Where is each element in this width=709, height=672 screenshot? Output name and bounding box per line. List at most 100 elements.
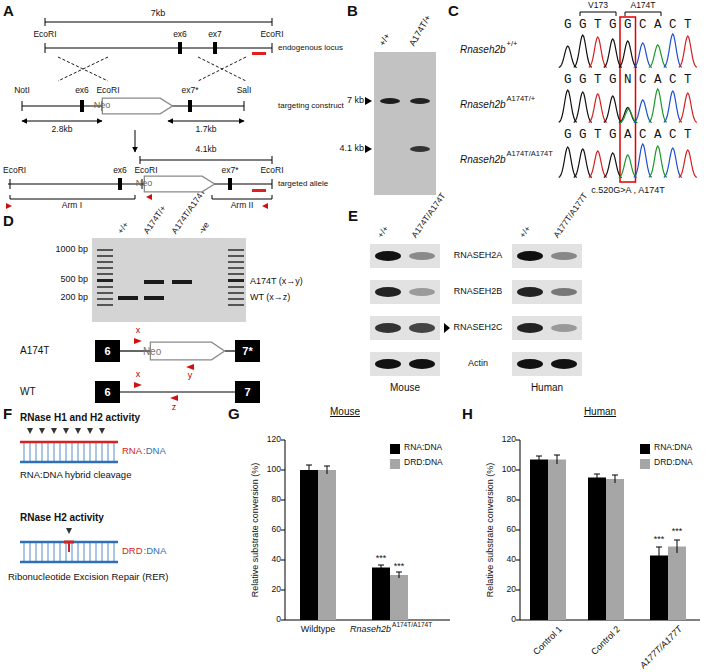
cleavage-site	[66, 528, 72, 534]
bar	[300, 470, 318, 620]
label-text: RNase H2 activity	[20, 512, 104, 524]
gene-map-line	[10, 195, 272, 199]
label-text: RNA:DNA hybrid cleavage	[20, 470, 131, 481]
exon-bar	[213, 42, 217, 54]
label-text: A177T/A177T	[552, 191, 590, 240]
label-text: ex7*	[221, 166, 238, 176]
label-text: 4.1kb	[196, 145, 217, 155]
bar	[390, 575, 408, 620]
label-text: targeting construct	[278, 101, 344, 110]
label-text: +/+	[507, 40, 518, 49]
western-blot	[370, 244, 440, 268]
chromatogram-peak	[574, 92, 592, 122]
cleavage-site	[99, 428, 105, 434]
label-text: c.520G>A , A174T	[591, 185, 664, 195]
label-text: 7kb	[151, 8, 166, 18]
agarose-gel	[144, 280, 164, 284]
agarose-gel	[92, 238, 246, 322]
western-blot	[512, 352, 582, 376]
primer-arrow	[170, 395, 178, 401]
western-blot	[375, 287, 401, 297]
label-text: A174T/+	[142, 204, 169, 236]
chromatogram-peak	[664, 148, 682, 177]
chromatogram-peak	[679, 93, 697, 122]
label-text: Mouse	[390, 382, 420, 394]
tick-label: 20	[507, 585, 516, 595]
nucleic-acid-strand	[20, 441, 118, 444]
agarose-gel	[92, 238, 246, 322]
chromatogram-peak	[559, 46, 577, 68]
label-text: 7 kb	[347, 95, 364, 105]
chromatogram-peak	[634, 100, 652, 123]
agarose-gel	[97, 267, 113, 269]
label-text: Ribonucleotide Excision Repair (RER)	[8, 572, 169, 583]
label-text: +/+	[376, 224, 391, 240]
agarose-gel	[228, 286, 244, 288]
chromatogram-peak	[649, 45, 667, 68]
tick-label: 120	[502, 435, 516, 445]
label-text: EcoRI	[3, 166, 26, 176]
legend-text: RNA:DNA	[404, 443, 442, 453]
primer-arrow	[134, 382, 142, 388]
western-blot	[370, 316, 440, 340]
label-text: WT (x→z)	[250, 292, 290, 302]
panel-letter: C	[448, 2, 459, 19]
size-marker-arrow	[365, 97, 372, 153]
label-text: RNASEH2C	[453, 322, 502, 332]
western-blot	[517, 359, 543, 369]
error-bar	[536, 455, 680, 564]
label-text: ex6	[173, 30, 187, 40]
agarose-gel	[228, 279, 244, 282]
western-blot	[512, 244, 582, 268]
node-label: 6	[104, 345, 110, 357]
bar	[548, 460, 566, 621]
bar	[606, 479, 624, 620]
tick-label: 0	[276, 615, 281, 625]
chromatogram-peak	[664, 34, 682, 67]
band-arrowhead	[444, 323, 450, 333]
western-blot	[551, 324, 577, 332]
connector-line	[120, 391, 235, 392]
probe-bar	[252, 189, 266, 192]
label-text: Rnaseh2b	[350, 624, 391, 634]
western-blot	[551, 252, 577, 260]
agarose-gel	[97, 249, 113, 251]
agarose-gel	[97, 292, 113, 294]
agarose-gel	[144, 296, 164, 300]
label-text: EcoRI	[260, 30, 283, 40]
node-label: 6	[104, 386, 110, 398]
western-blot	[512, 280, 582, 304]
label-text: +/+	[518, 224, 533, 240]
primer-arrow	[146, 194, 152, 200]
chromatogram-peak	[589, 151, 607, 177]
sequence-text: G G T G G C A C T	[564, 18, 692, 32]
recombination-cross	[58, 57, 246, 81]
label-text: Control 1	[531, 624, 564, 657]
label-text: ex6	[75, 86, 89, 96]
exon-bar	[228, 178, 232, 190]
western-blot	[551, 288, 577, 296]
cleavage-site	[87, 428, 93, 434]
panel-letter: B	[347, 2, 358, 19]
tick-label: 120	[267, 435, 281, 445]
label-text: Arm I	[62, 201, 82, 211]
bar	[372, 568, 390, 621]
chromatogram-peak	[604, 153, 622, 178]
nucleic-acid-strand	[20, 442, 118, 562]
agarose-gel	[228, 298, 244, 300]
chromatogram-peak	[559, 90, 577, 122]
label-text: RNase H1 and H2 activity	[20, 412, 140, 424]
nucleic-acid-strand	[68, 542, 70, 552]
bar	[650, 556, 668, 621]
label-text: 1.7kb	[196, 125, 217, 135]
error-bar	[306, 465, 402, 578]
legend-swatch	[640, 459, 650, 469]
label-text: ex7*	[181, 86, 198, 96]
label-text: RNASEH2B	[454, 286, 503, 296]
exon-box: 6	[95, 381, 120, 403]
node-label: Neo	[143, 346, 161, 357]
primer-arrow	[262, 203, 268, 209]
chromatogram-peak	[559, 147, 577, 177]
agarose-gel	[97, 298, 113, 300]
